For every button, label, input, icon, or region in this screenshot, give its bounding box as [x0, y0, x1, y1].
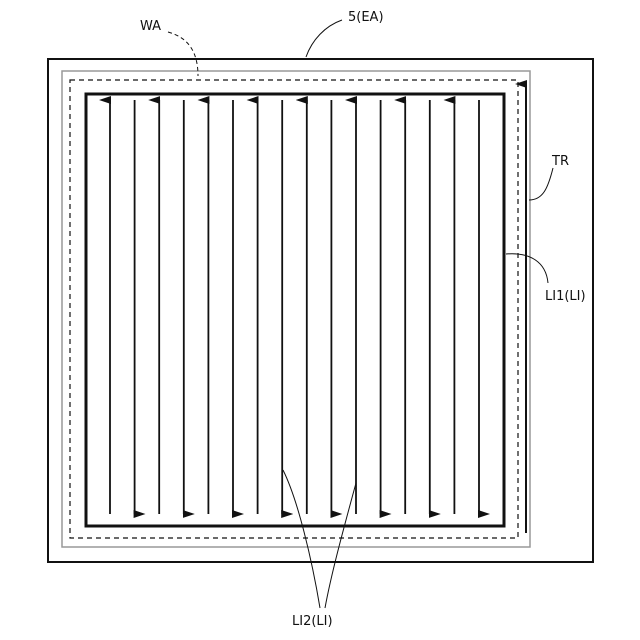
label-tr: TR: [551, 154, 569, 169]
scan-boundary-li1: [86, 94, 504, 526]
label-li1: LI1(LI): [545, 289, 586, 304]
leader-tr: [529, 168, 553, 200]
work-area-wa: [70, 80, 518, 538]
label-wa: WA: [140, 19, 161, 34]
scan-lines-group: [110, 100, 479, 514]
outer-region-ea: [48, 59, 593, 562]
leader-ea: [306, 20, 342, 57]
label-li2: LI2(LI): [292, 614, 333, 629]
label-ea: 5(EA): [348, 10, 384, 25]
leader-wa: [168, 32, 198, 76]
leader-li2-a: [283, 470, 320, 608]
leader-li2-b: [325, 483, 356, 608]
inner-gray-border: [62, 71, 530, 547]
leader-lines: [168, 20, 553, 608]
